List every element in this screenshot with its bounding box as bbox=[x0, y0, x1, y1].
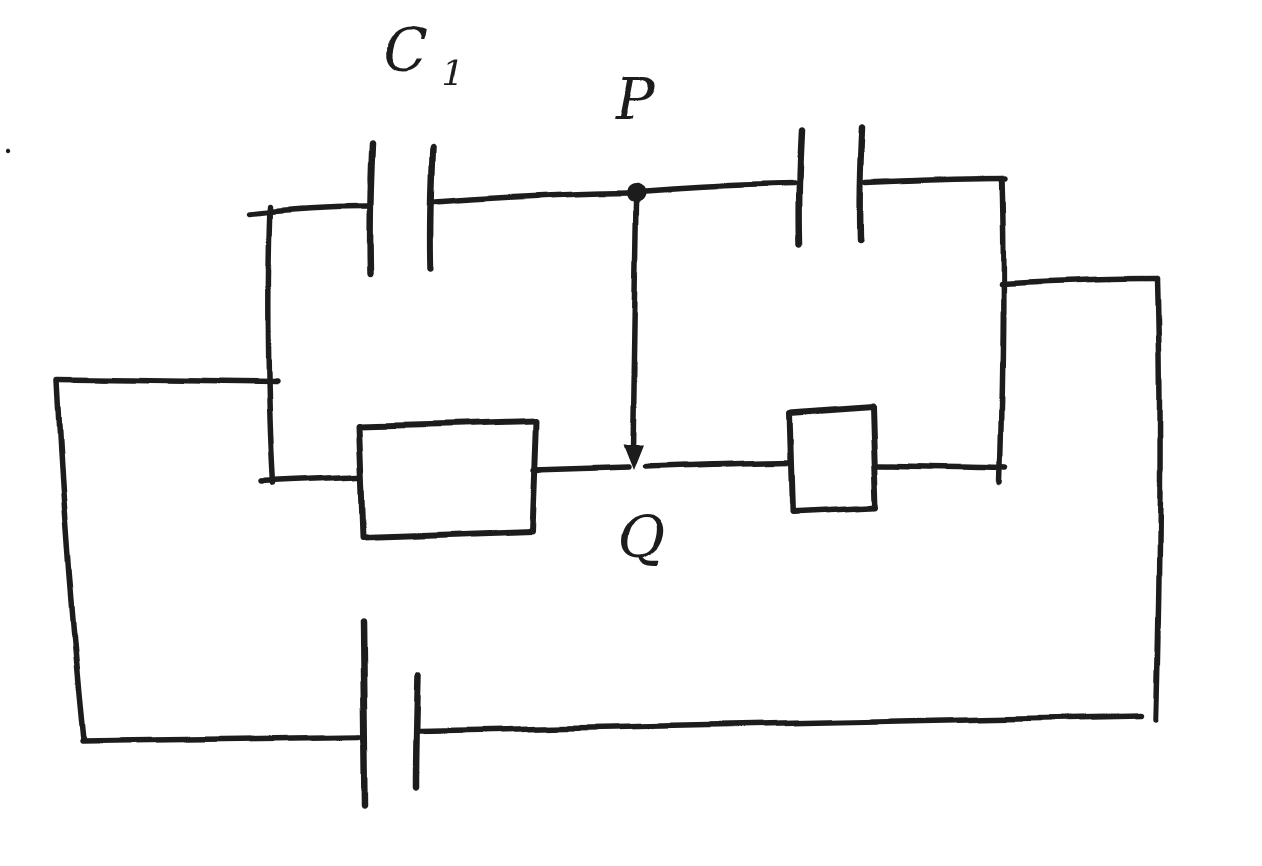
capacitor-c1-plate-left bbox=[367, 139, 377, 277]
wire-p-to-q-vertical bbox=[630, 199, 640, 453]
wire-p-to-cap2 bbox=[643, 181, 797, 194]
capacitor-top-right-plate-right bbox=[857, 124, 867, 244]
label-c1-symbol: C bbox=[383, 16, 427, 84]
wire-right-inner-vertical bbox=[997, 175, 1007, 486]
circuit-drawing: C 1 P Q bbox=[5, 16, 1163, 810]
stray-ink-dot bbox=[5, 148, 11, 154]
node-p-dot bbox=[627, 182, 647, 202]
wire-middle-segment-right bbox=[873, 463, 1009, 471]
wire-top-segment-right bbox=[863, 175, 1008, 185]
wire-q-to-box-right bbox=[642, 459, 792, 469]
wire-right-outer-vertical bbox=[1153, 276, 1163, 722]
wire-left-outer-horizontal bbox=[54, 376, 280, 385]
capacitor-c1-plate-right bbox=[427, 143, 437, 272]
label-node-p: P bbox=[615, 64, 656, 132]
wire-left-outer-vertical bbox=[54, 377, 87, 743]
capacitor-bottom-plate-right bbox=[412, 671, 422, 792]
box-element-right bbox=[787, 404, 879, 515]
capacitor-top-right-plate-left bbox=[795, 126, 805, 248]
wire-left-inner-vertical bbox=[265, 204, 276, 486]
label-node-q: Q bbox=[618, 502, 666, 570]
wire-top-segment-left bbox=[247, 204, 371, 217]
box-element-left bbox=[356, 418, 539, 540]
wire-box-left-to-q bbox=[530, 464, 631, 473]
wire-bottom-segment-left bbox=[80, 734, 362, 744]
node-q-arrowhead bbox=[623, 445, 643, 470]
capacitor-bottom-plate-left bbox=[359, 618, 369, 810]
wire-c1-to-p bbox=[432, 189, 632, 204]
wire-bottom-segment-right bbox=[417, 713, 1144, 734]
label-c1-subscript: 1 bbox=[441, 55, 463, 95]
wire-middle-segment-left bbox=[258, 474, 361, 484]
wire-right-branch-horizontal bbox=[998, 276, 1161, 287]
